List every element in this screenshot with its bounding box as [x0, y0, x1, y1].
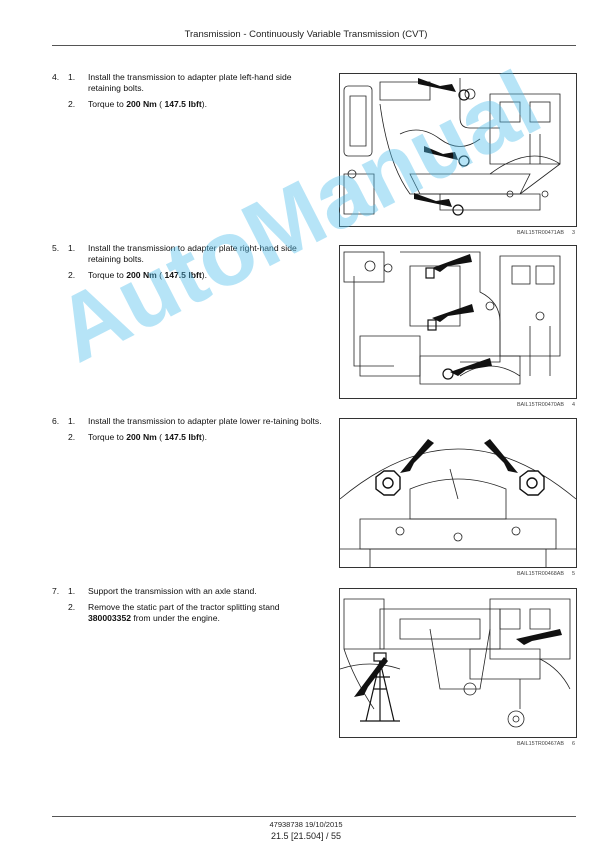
figure-5-image — [339, 418, 577, 568]
footer-rule — [52, 816, 576, 817]
substep-number: 1. — [68, 72, 76, 82]
transmission-right-bolts-drawing — [343, 251, 561, 385]
figure-code: BAIL15TR00470AB — [516, 402, 564, 408]
step-number: 6. — [52, 416, 60, 426]
step-7: 7. 1. Support the transmission with an a… — [52, 586, 322, 629]
step-number: 5. — [52, 243, 60, 253]
figure-code: BAIL15TR00467AB — [516, 741, 564, 747]
substep-number: 2. — [68, 432, 76, 442]
substep-text: Support the transmission with an axle st… — [88, 586, 257, 596]
step-5: 5. 1. Install the transmission to adapte… — [52, 243, 322, 286]
torque-imperial: 147.5 lbft — [164, 432, 202, 442]
substep-number: 1. — [68, 416, 76, 426]
transmission-left-bolts-drawing — [343, 78, 561, 216]
figure-code: BAIL15TR00471AB — [516, 230, 564, 236]
figure-number: 3 — [572, 230, 575, 236]
figure-number: 5 — [572, 571, 575, 577]
figure-number: 4 — [572, 402, 575, 408]
transmission-lower-bolts-drawing — [340, 439, 576, 567]
torque-value: 200 Nm — [126, 432, 157, 442]
substep-text: Torque to 200 Nm ( 147.5 lbft). — [88, 432, 207, 442]
substep-text: Torque to 200 Nm ( 147.5 lbft). — [88, 99, 207, 109]
substep-number: 1. — [68, 243, 76, 253]
substep-text: Install the transmission to adapter plat… — [88, 243, 297, 264]
figure-4-image — [339, 245, 577, 399]
torque-value: 200 Nm — [126, 270, 157, 280]
step-4: 4. 1. Install the transmission to adapte… — [52, 72, 322, 115]
substep-number: 1. — [68, 586, 76, 596]
substep-text: Remove the static part of the tractor sp… — [88, 602, 280, 623]
figure-5-caption: BAIL15TR00468AB 5 — [339, 571, 575, 577]
step-number: 4. — [52, 72, 60, 82]
torque-value: 200 Nm — [126, 99, 157, 109]
footer-doc-ref: 47938738 19/10/2015 — [269, 820, 343, 829]
figure-number: 6 — [572, 741, 575, 747]
header-rule — [52, 45, 576, 46]
substep-text: Install the transmission to adapter plat… — [88, 416, 322, 426]
figure-code: BAIL15TR00468AB — [516, 571, 564, 577]
substep-text: Torque to 200 Nm ( 147.5 lbft). — [88, 270, 207, 280]
figure-3-image — [339, 73, 577, 227]
figure-3-caption: BAIL15TR00471AB 3 — [339, 230, 575, 236]
step-6: 6. 1. Install the transmission to adapte… — [52, 416, 322, 448]
footer-page-number: 21.5 [21.504] / 55 — [270, 831, 342, 841]
figure-4-caption: BAIL15TR00470AB 4 — [339, 402, 575, 408]
step-number: 7. — [52, 586, 60, 596]
substep-number: 2. — [68, 99, 76, 109]
substep-number: 2. — [68, 602, 76, 612]
page-header-title: Transmission - Continuously Variable Tra… — [184, 29, 428, 40]
figure-6-caption: BAIL15TR00467AB 6 — [339, 741, 575, 747]
part-number: 380003352 — [88, 613, 132, 623]
figure-6-image — [339, 588, 577, 738]
axle-stand-support-drawing — [340, 598, 571, 728]
substep-text: Install the transmission to adapter plat… — [88, 72, 292, 93]
substep-number: 2. — [68, 270, 76, 280]
torque-imperial: 147.5 lbft — [164, 99, 202, 109]
torque-imperial: 147.5 lbft — [164, 270, 202, 280]
